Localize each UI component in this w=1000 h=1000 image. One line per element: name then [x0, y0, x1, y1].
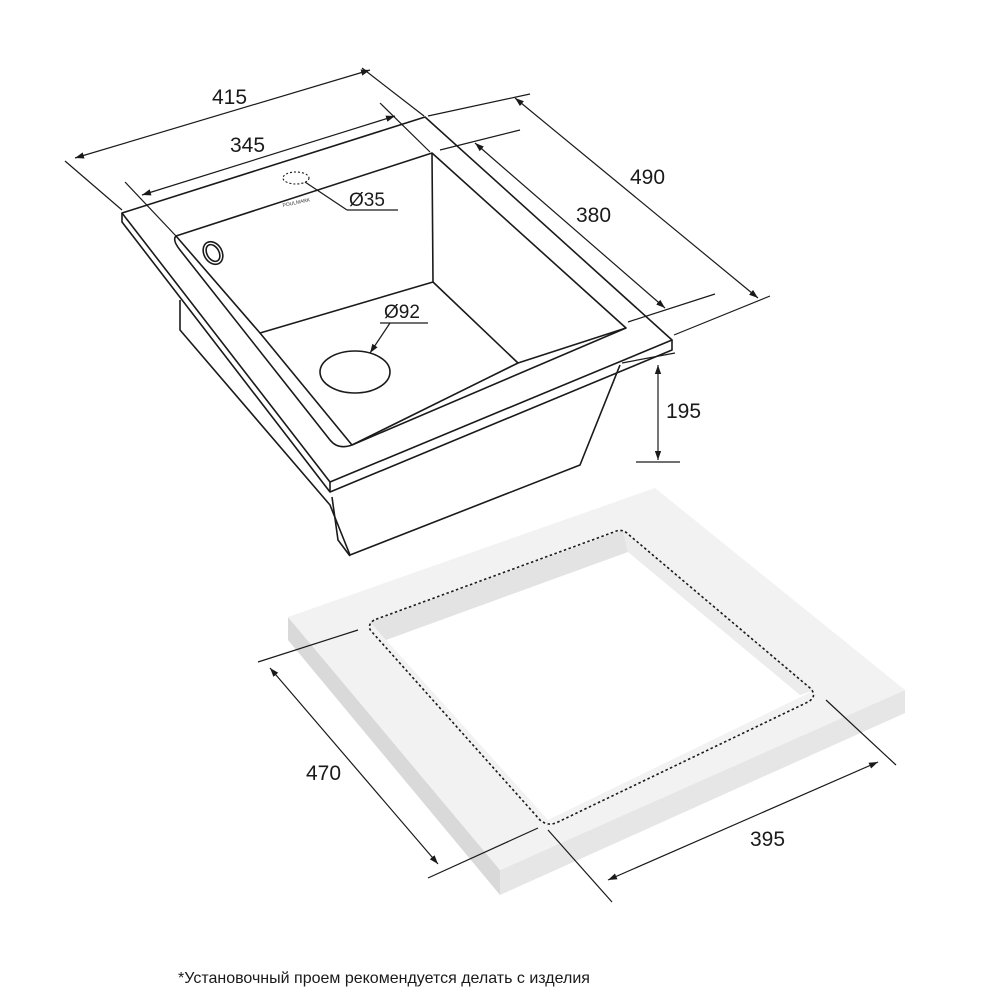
bowl-back-wall — [175, 152, 434, 334]
brand-label: POULMARK — [282, 197, 311, 209]
cutout-outline — [368, 529, 815, 825]
countertop-drawing — [288, 488, 905, 895]
cutout-dimension-lines — [257, 629, 897, 903]
dim-drain: Ø92 — [384, 302, 420, 323]
dim-bowl-height: 195 — [666, 400, 701, 423]
dim-tap-hole: Ø35 — [349, 190, 385, 211]
overflow-hole — [202, 240, 224, 266]
sink-dimension-lines — [64, 67, 771, 463]
bowl-bottom-front — [351, 362, 519, 446]
dim-inner-depth: 380 — [576, 204, 611, 227]
dim-overall-depth: 490 — [630, 166, 665, 189]
sink-drawing — [121, 116, 673, 557]
installation-footnote: *Установочный проем рекомендуется делать… — [178, 970, 590, 987]
drain-hole — [319, 350, 391, 394]
dim-inner-width: 345 — [230, 134, 265, 157]
dim-cutout-width: 395 — [750, 828, 785, 851]
dim-overall-width: 415 — [212, 86, 247, 109]
bowl-bottom-left — [259, 332, 353, 446]
dim-cutout-depth: 470 — [306, 762, 341, 785]
